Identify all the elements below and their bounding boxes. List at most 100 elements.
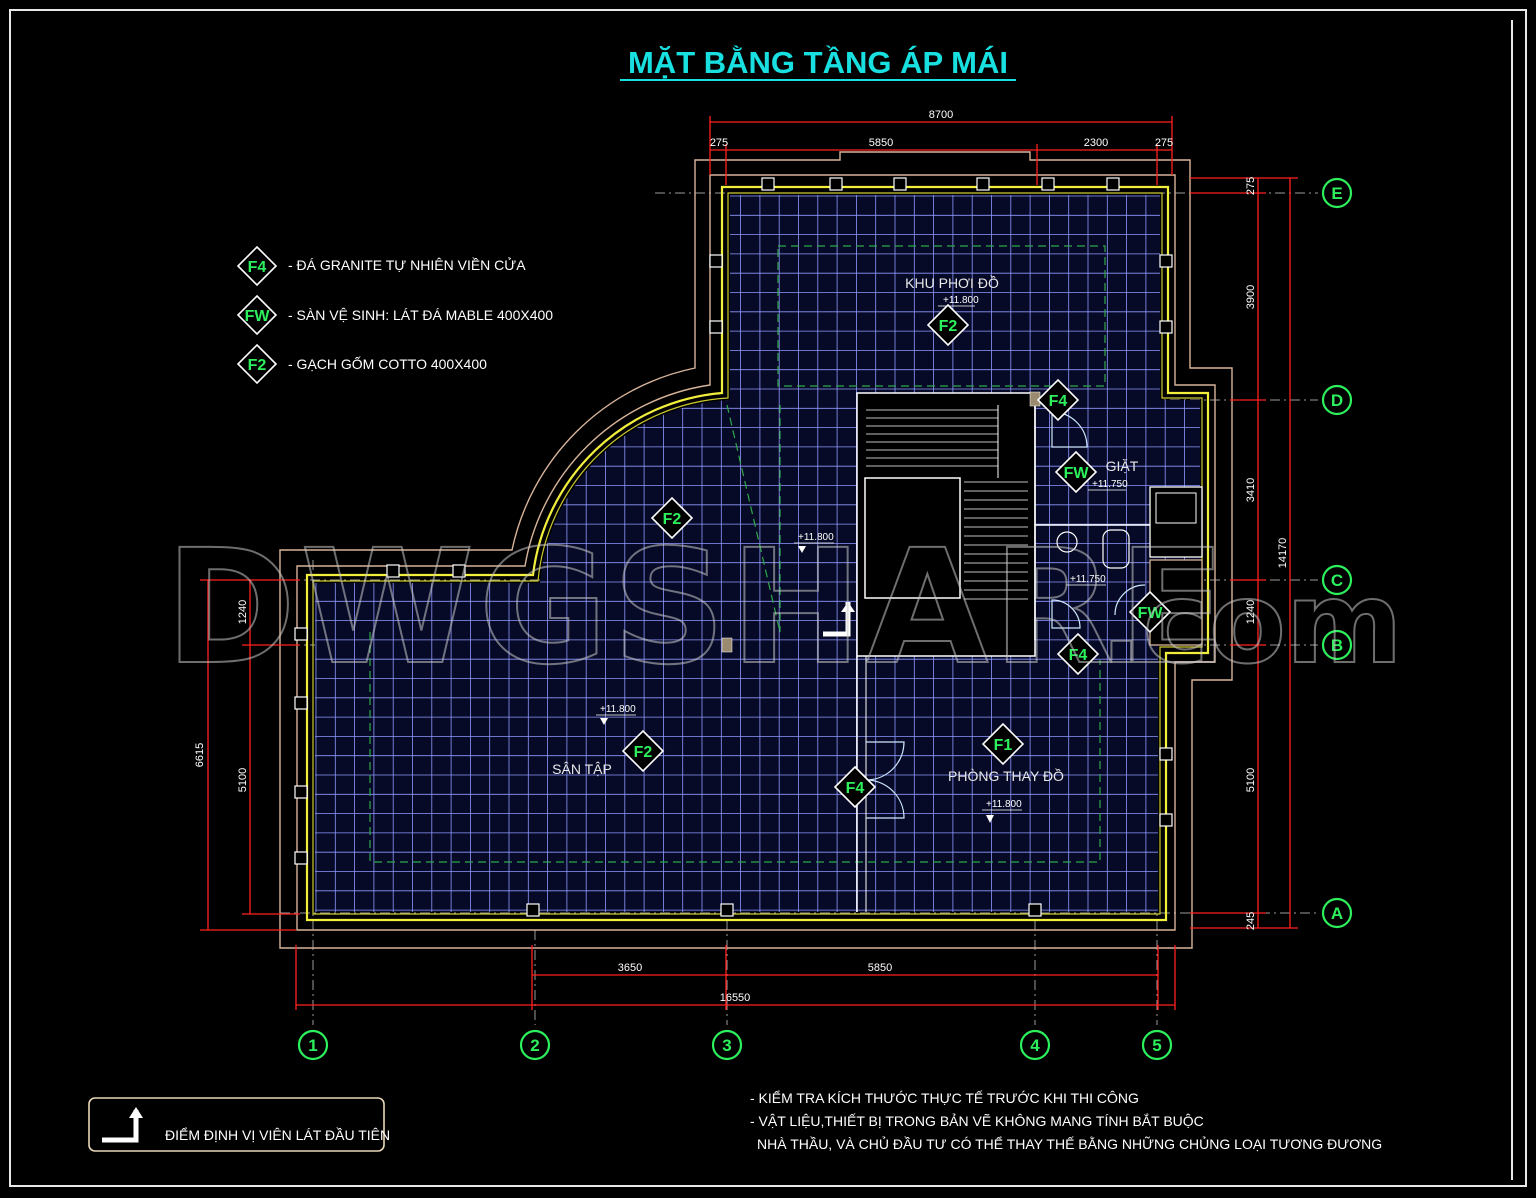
dim-top-main: 5850 (869, 137, 893, 149)
wall-column-marker (452, 564, 466, 578)
svg-text:- ĐÁ GRANITE TỰ NHIÊN VIỀN CỬA: - ĐÁ GRANITE TỰ NHIÊN VIỀN CỬA (288, 256, 526, 273)
wall-column-marker (1159, 320, 1173, 334)
axis-bubble-2: 2 (519, 1029, 551, 1061)
svg-text:F4: F4 (1069, 647, 1088, 664)
dim-top-right-main: 2300 (1084, 137, 1108, 149)
svg-text:4: 4 (1030, 1036, 1040, 1055)
wall-column-marker (294, 696, 308, 710)
elevation-center: +11.800 (794, 532, 834, 553)
wall-column-marker (1159, 813, 1173, 827)
svg-text:A: A (1331, 904, 1343, 923)
elevation-phong-thay-do: +11.800 (982, 799, 1022, 823)
drawing-frame (9, 9, 1527, 1187)
dim-bottom-mid2: 5850 (868, 962, 892, 974)
wall-column-marker (1028, 903, 1042, 917)
legend-item-fw: FW - SÀN VỆ SINH: LÁT ĐÁ MABLE 400X400 (236, 294, 553, 336)
dim-top-total: 8700 (929, 109, 953, 121)
wall-column-marker (829, 177, 843, 191)
svg-text:2: 2 (530, 1036, 539, 1055)
wall-column-marker (386, 564, 400, 578)
svg-text:C: C (1331, 571, 1343, 590)
start-point-legend: ĐIỂM ĐỊNH VỊ VIÊN LÁT ĐẦU TIÊN (88, 1097, 390, 1152)
material-tag-giat: FW (1054, 450, 1098, 494)
axis-bubble-4: 4 (1019, 1029, 1051, 1061)
wet-area (721, 391, 1203, 653)
material-tag-wc: FW (1128, 590, 1172, 634)
wall-column-marker (976, 177, 990, 191)
dim-right-275: 275 (1245, 177, 1257, 195)
axis-bubble-D: D (1321, 384, 1353, 416)
room-label-giat: GIẶT (1106, 458, 1139, 474)
svg-text:F4: F4 (1049, 393, 1068, 410)
wall-column-marker (294, 851, 308, 865)
wall-column-marker (1041, 177, 1055, 191)
wall-column-marker (709, 320, 723, 334)
axis-bubble-B: B (1321, 629, 1353, 661)
setout-lines (369, 245, 1106, 863)
svg-text:DWGSHARE: DWGSHARE (165, 516, 1230, 700)
wall-column-marker (761, 177, 775, 191)
axis-bubble-C: C (1321, 564, 1353, 596)
wall-column-marker (1106, 177, 1120, 191)
svg-text:+11.750: +11.750 (1070, 574, 1106, 585)
svg-text:1: 1 (308, 1036, 317, 1055)
svg-text:ĐIỂM ĐỊNH VỊ VIÊN LÁT ĐẦU TIÊN: ĐIỂM ĐỊNH VỊ VIÊN LÁT ĐẦU TIÊN (165, 1126, 390, 1143)
wall-column-marker (893, 177, 907, 191)
dim-right-1240: 1240 (1245, 600, 1257, 624)
dim-right-3900: 3900 (1245, 285, 1257, 309)
elevation-giat: +11.750 (1088, 479, 1128, 491)
svg-text:F2: F2 (248, 357, 267, 374)
elevation-san-tap: +11.800 (596, 704, 636, 725)
dimensions (200, 116, 1298, 1010)
svg-text:FW: FW (1064, 465, 1090, 482)
material-tag-door-wc: F4 (1056, 632, 1100, 676)
watermark: DWGSHARE .com (164, 515, 1404, 701)
dim-top-left-edge: 275 (710, 137, 728, 149)
legend-item-f4: F4 - ĐÁ GRANITE TỰ NHIÊN VIỀN CỬA (236, 245, 526, 287)
axis-bubble-5: 5 (1141, 1029, 1173, 1061)
material-tag-khu-phoi-do: F2 (926, 303, 970, 347)
room-label-khu-phoi-do: KHU PHƠI ĐỒ (905, 274, 999, 291)
dim-left-outer: 6615 (194, 743, 206, 767)
dim-right-5100: 5100 (1245, 768, 1257, 792)
dim-bottom-total: 16550 (720, 992, 751, 1004)
material-tag-center: F2 (650, 496, 694, 540)
dim-left-small: 1240 (237, 600, 249, 624)
dim-top-right-edge: 275 (1155, 137, 1173, 149)
svg-text:- GẠCH GỐM COTTO 400X400: - GẠCH GỐM COTTO 400X400 (288, 355, 487, 372)
axis-bubble-E: E (1321, 177, 1353, 209)
dim-bottom-mid1: 3650 (618, 962, 642, 974)
svg-text:D: D (1331, 391, 1343, 410)
dim-right-245: 245 (1245, 912, 1257, 930)
svg-text:F4: F4 (248, 259, 267, 276)
wall-column-marker (294, 785, 308, 799)
outer-walls (279, 151, 1233, 949)
svg-text:F2: F2 (634, 744, 653, 761)
axis-bubble-3: 3 (711, 1029, 743, 1061)
material-tag-door-bottom: F4 (833, 765, 877, 809)
elevation-wc: +11.750 (1066, 574, 1106, 586)
svg-text:- SÀN VỆ SINH: LÁT ĐÁ MABLE 40: - SÀN VỆ SINH: LÁT ĐÁ MABLE 400X400 (288, 307, 553, 323)
svg-text:FW: FW (245, 308, 271, 325)
svg-text:.com: .com (1100, 559, 1403, 689)
elevation-khu-phoi-do: +11.800 (938, 295, 979, 307)
svg-text:+11.800: +11.800 (943, 295, 979, 306)
svg-text:+11.750: +11.750 (1092, 479, 1128, 490)
wall-column-marker (526, 903, 540, 917)
svg-text:FW: FW (1138, 605, 1164, 622)
room-label-san-tap: SÂN TẬP (552, 761, 612, 777)
inner-walls (305, 185, 1210, 922)
notes: - KIỂM TRA KÍCH THƯỚC THỰC TẾ TRƯỚC KHI … (750, 1089, 1382, 1152)
wall-column-marker (1159, 254, 1173, 268)
material-tag-door-top: F4 (1036, 378, 1080, 422)
material-tag-san-tap: F2 (621, 729, 665, 773)
material-tag-phong-thay-do: F1 (981, 722, 1025, 766)
wall-column-marker (1159, 747, 1173, 761)
svg-text:3: 3 (722, 1036, 731, 1055)
legend-item-f2: F2 - GẠCH GỐM COTTO 400X400 (236, 343, 487, 385)
drawing-title: MẶT BẰNG TẦNG ÁP MÁI (628, 45, 1008, 80)
wall-column-marker (709, 254, 723, 268)
dim-right-3410: 3410 (1245, 478, 1257, 502)
